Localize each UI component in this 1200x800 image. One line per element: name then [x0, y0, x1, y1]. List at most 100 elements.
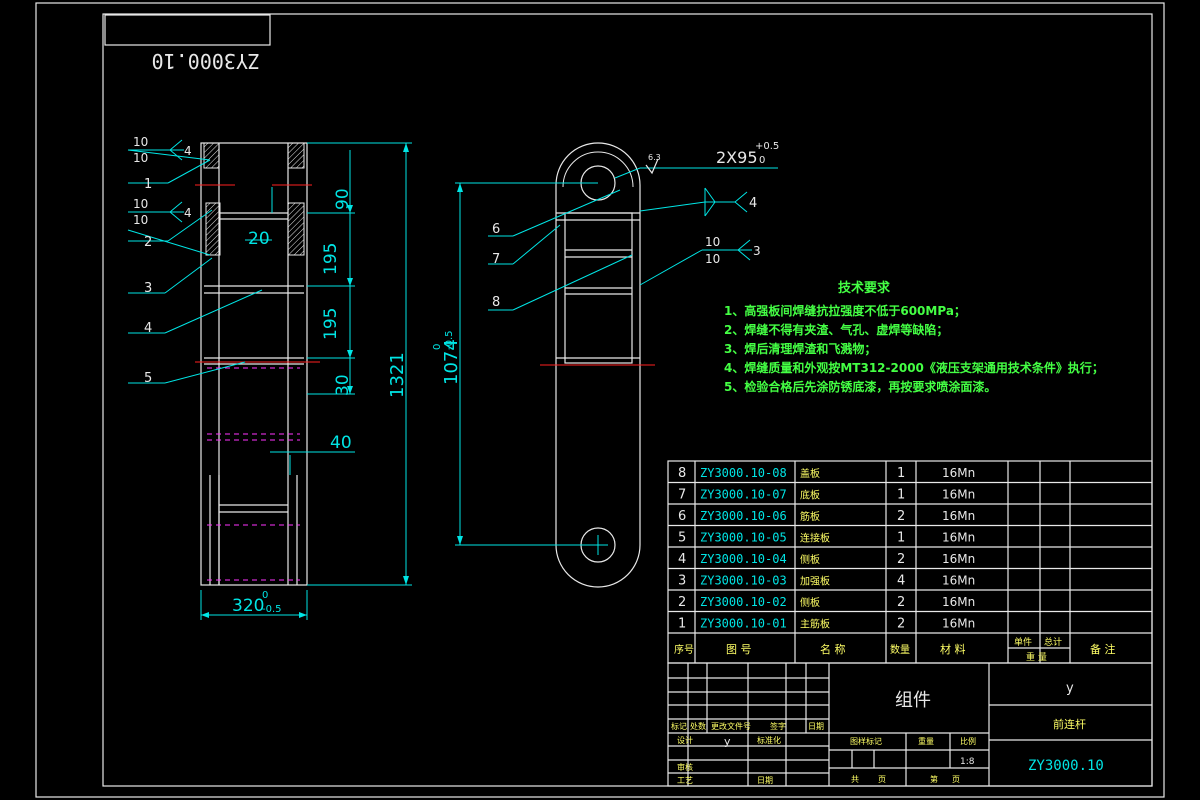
weld-symbol-left-1: 10 10 4: [128, 135, 192, 165]
parts-row-qty: 2: [897, 509, 905, 524]
parts-row-qty: 2: [897, 617, 905, 632]
weld-4-top: 10: [705, 235, 720, 249]
parts-row-no: 3: [678, 574, 686, 589]
lbl-weight: 重量: [918, 736, 934, 746]
parts-row-name: 盖板: [800, 467, 820, 480]
parts-row-qty: 1: [897, 466, 905, 481]
parts-row-no: 5: [678, 531, 686, 546]
parts-row-no: 7: [678, 488, 686, 503]
weld-3-size: 4: [749, 196, 757, 211]
tech-item-1: 1、高强板间焊缝抗拉强度不低于600MPa；: [724, 303, 966, 318]
lbl-zhang1: 页: [878, 775, 886, 784]
left-view: 90 195 195 30 1321 20 40 320 0 -0.5 1 2 …: [127, 135, 412, 620]
lbl-zhang2: 页: [952, 775, 960, 784]
hole-tol-zero: 0: [759, 155, 765, 166]
parts-header-unit: 单件: [1014, 636, 1032, 648]
parts-header-no: 序号: [674, 643, 694, 656]
mirrored-number-box: ZY3000.10: [104, 14, 271, 73]
dim-90: 90: [333, 188, 353, 210]
dim-30: 30: [333, 374, 353, 396]
parts-row-code: ZY3000.10-05: [700, 531, 787, 545]
balloon-2: 2: [144, 235, 152, 250]
parts-header-name: 名 称: [820, 642, 846, 656]
parts-row-name: 侧板: [800, 553, 820, 566]
parts-row-no: 2: [678, 595, 686, 610]
weld-1-bottom: 10: [133, 151, 148, 165]
lbl-process: 工艺: [677, 776, 693, 785]
weld-symbol-left-2: 10 10 4: [128, 197, 192, 227]
weld-1-size: 4: [184, 144, 192, 158]
tech-title: 技术要求: [838, 280, 891, 296]
balloon-3: 3: [144, 281, 152, 296]
designer: y: [724, 735, 731, 748]
weld-1-top: 10: [133, 135, 148, 149]
weld-2-bottom: 10: [133, 213, 148, 227]
drawing-number: ZY3000.10: [1028, 758, 1104, 774]
parts-row-qty: 1: [897, 488, 905, 503]
balloon-8: 8: [492, 295, 500, 310]
scale-value: 1:8: [960, 757, 975, 767]
title-block: 标记 处数 更改文件号 签字 日期 设计 y 标准化 审核 工艺 日期 组件 y…: [667, 662, 1153, 787]
dim-40: 40: [330, 433, 352, 453]
lbl-doc: 更改文件号: [711, 721, 751, 731]
parts-row-code: ZY3000.10-01: [700, 617, 787, 631]
parts-row-qty: 1: [897, 531, 905, 546]
lbl-stage: 图样标记: [850, 736, 882, 746]
parts-row-code: ZY3000.10-06: [700, 509, 787, 523]
weld-4-size: 3: [753, 244, 761, 258]
lbl-count: 处数: [690, 721, 706, 731]
parts-header-code: 图 号: [726, 643, 752, 656]
weld-symbol-right-2: 10 10 3: [639, 235, 761, 286]
tech-item-5: 5、检验合格后先涂防锈底漆，再按要求喷涂面漆。: [724, 379, 996, 394]
parts-row-material: 16Mn: [942, 595, 975, 609]
parts-row-code: ZY3000.10-08: [700, 466, 787, 480]
lbl-sign: 签字: [770, 721, 786, 731]
parts-row-material: 16Mn: [942, 509, 975, 523]
balloon-6: 6: [492, 222, 500, 237]
mirrored-drawing-number: ZY3000.10: [152, 49, 260, 73]
balloon-7: 7: [492, 252, 500, 267]
parts-row-no: 8: [678, 466, 686, 481]
weld-2-top: 10: [133, 197, 148, 211]
parts-header-qty: 数量: [890, 643, 910, 656]
parts-row-code: ZY3000.10-02: [700, 595, 787, 609]
assembly-label: 组件: [895, 690, 931, 711]
dim-320-tol-top: 0: [262, 590, 268, 601]
parts-row-name: 筋板: [800, 510, 820, 523]
parts-row-no: 4: [678, 552, 686, 567]
parts-row-no: 1: [678, 617, 686, 632]
dim-20: 20: [248, 229, 270, 249]
roughness: 6.3: [648, 153, 661, 162]
parts-row-name: 主筋板: [800, 618, 830, 631]
parts-row-material: 16Mn: [942, 574, 975, 588]
lbl-std: 标准化: [757, 735, 781, 745]
lbl-design: 设计: [677, 735, 693, 745]
dim-1074-tol-bottom: -0.5: [444, 330, 455, 350]
parts-row-name: 侧板: [800, 596, 820, 609]
parts-header-remark: 备 注: [1090, 642, 1116, 656]
dim-1074-tol-top: 0: [432, 344, 443, 350]
tech-requirements: 技术要求 1、高强板间焊缝抗拉强度不低于600MPa； 2、焊缝不得有夹渣、气孔…: [724, 280, 1104, 394]
parts-row-material: 16Mn: [942, 466, 975, 480]
parts-row-material: 16Mn: [942, 552, 975, 566]
parts-row-name: 加强板: [800, 575, 830, 588]
parts-header-material: 材 料: [940, 642, 966, 656]
weld-4-bottom: 10: [705, 252, 720, 266]
dim-195-b: 195: [321, 308, 341, 340]
parts-row-name: 底板: [800, 489, 820, 502]
lbl-date: 日期: [808, 722, 824, 731]
dim-195-a: 195: [321, 243, 341, 275]
outer-frame: [35, 2, 1165, 798]
parts-row-name: 连接板: [800, 532, 830, 545]
inner-frame: [102, 13, 1153, 787]
lbl-sheet: 第: [930, 774, 938, 784]
parts-row-code: ZY3000.10-04: [700, 552, 787, 566]
parts-header-weight: 重 量: [1026, 651, 1047, 663]
org-name: y: [1066, 681, 1074, 696]
lbl-review: 审核: [677, 762, 693, 772]
balloon-5: 5: [144, 371, 152, 386]
hole-tol-plus: +0.5: [755, 141, 779, 152]
lbl-mark: 标记: [671, 721, 687, 731]
